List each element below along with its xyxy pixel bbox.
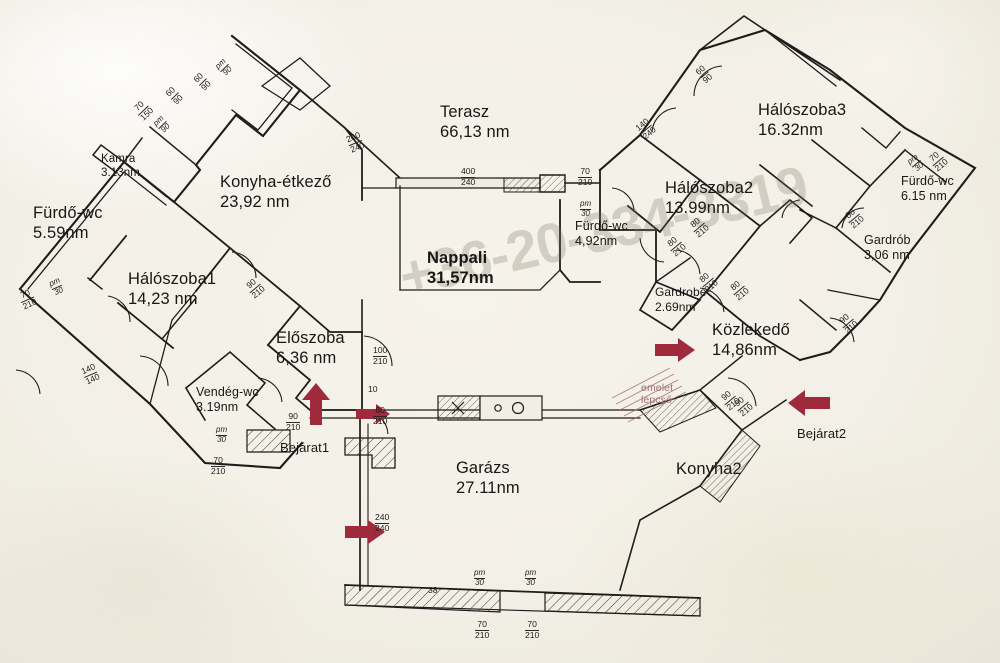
wall-hatch-group	[246, 177, 761, 617]
entry-arrow-kozlekedo	[655, 338, 695, 362]
entry-label-bejarat2: Bejárat2	[797, 426, 847, 441]
entry-arrow-bejarat2	[788, 390, 830, 416]
annotation-emelet-lepcso: emelet lépcső	[641, 382, 674, 407]
entry-arrow-eloszoba	[356, 404, 390, 424]
kitchen-fixture-icons	[437, 395, 543, 421]
staircase-hatching	[611, 367, 687, 423]
door-swing-arcs	[15, 65, 865, 435]
entry-label-bejarat1: Bejárat1	[280, 440, 330, 455]
entry-arrow-bejarat1	[302, 383, 330, 425]
room-label-konyha2: Konyha2	[676, 460, 742, 478]
dimension-d-botw-38: 38	[428, 585, 438, 595]
entry-arrow-garazs	[345, 520, 385, 544]
wall-outline-group	[18, 15, 977, 617]
dimension-d-elo-10: 10	[368, 384, 378, 394]
